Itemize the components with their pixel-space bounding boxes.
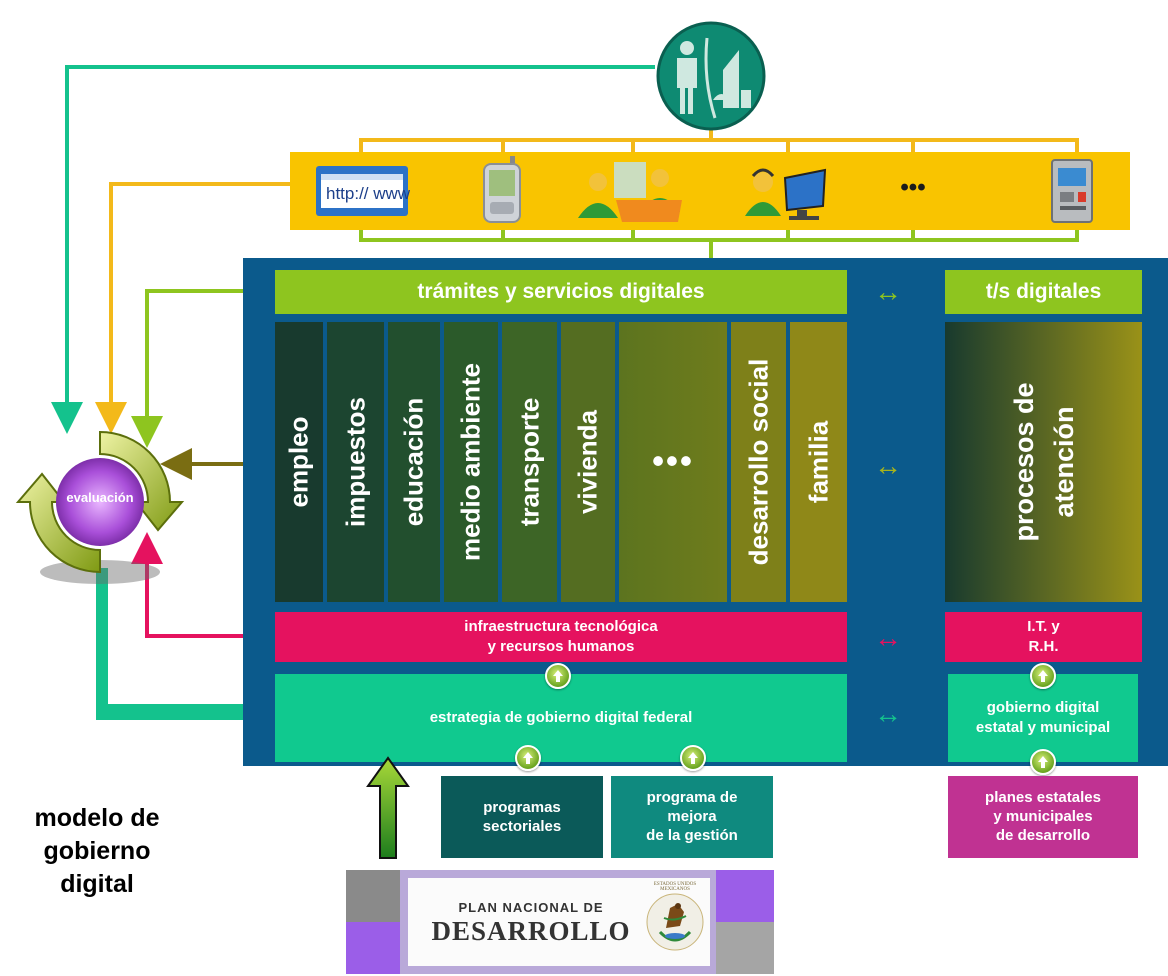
planes-line: de desarrollo bbox=[995, 827, 1091, 844]
mejora-line: mejora bbox=[667, 808, 717, 825]
sector-column: medio ambiente bbox=[444, 322, 498, 602]
logo-block bbox=[346, 870, 400, 922]
planes-line: planes estatales bbox=[985, 789, 1101, 806]
model-title: modelo de gobierno digital bbox=[12, 802, 182, 901]
state-gov-line: gobierno digital bbox=[986, 699, 1100, 716]
mejora-line: de la gestión bbox=[646, 827, 738, 844]
sector-column: empleo bbox=[275, 322, 323, 602]
up-arrow-large-icon bbox=[366, 756, 410, 860]
arrow-strategy: ↔ bbox=[874, 698, 902, 729]
mobile-phone-icon bbox=[476, 156, 530, 226]
it-rh-bar: I.T. y R.H. bbox=[945, 612, 1142, 662]
call-center-icon bbox=[745, 156, 829, 226]
federal-strategy-label: estrategia de gobierno digital federal bbox=[429, 709, 693, 726]
logo-block bbox=[716, 922, 774, 974]
sector-column: ••• bbox=[619, 322, 727, 602]
sector-label: ••• bbox=[652, 442, 694, 481]
sector-label: impuestos bbox=[340, 396, 370, 528]
sector-column: familia bbox=[790, 322, 847, 602]
sector-label: medio ambiente bbox=[455, 363, 486, 561]
programas-line: programas bbox=[483, 799, 561, 816]
seal-text: ESTADOS UNIDOS MEXICANOS bbox=[653, 882, 697, 892]
logo-block bbox=[716, 870, 774, 922]
programas-sectoriales-label: programas sectoriales bbox=[441, 776, 603, 836]
up-arrow-icon bbox=[1030, 749, 1056, 775]
sector-column: transporte bbox=[502, 322, 557, 602]
web-url-text: http:// www bbox=[326, 184, 411, 203]
logo-line2: DESARROLLO bbox=[431, 916, 631, 946]
programas-sectoriales-box: programas sectoriales bbox=[441, 776, 603, 858]
procesos-line: atención bbox=[1048, 406, 1079, 518]
sector-label: transporte bbox=[514, 397, 544, 527]
sector-label: educación bbox=[398, 397, 429, 527]
service-counter-icon bbox=[578, 156, 688, 226]
federal-strategy-box: estrategia de gobierno digital federal bbox=[275, 674, 847, 762]
sector-label: empleo bbox=[283, 416, 314, 508]
procesos-column: procesos de atención bbox=[945, 322, 1142, 602]
sector-column: impuestos bbox=[327, 322, 384, 602]
evaluation-cycle: evaluación bbox=[10, 412, 190, 592]
programas-line: sectoriales bbox=[482, 818, 562, 835]
sector-column: educación bbox=[388, 322, 440, 602]
sector-label: familia bbox=[803, 420, 833, 504]
state-gov-label: gobierno digital estatal y municipal bbox=[948, 674, 1138, 738]
more-icon: ••• bbox=[888, 156, 938, 226]
infra-line: y recursos humanos bbox=[487, 638, 635, 655]
kiosk-icon bbox=[1042, 156, 1102, 226]
arrow-services: ↔ bbox=[874, 276, 902, 307]
logo-line1: PLAN NACIONAL DE bbox=[458, 900, 604, 915]
procesos-label: procesos de atención bbox=[1004, 382, 1084, 541]
model-title-line: digital bbox=[60, 870, 134, 898]
sector-label: desarrollo social bbox=[743, 358, 773, 566]
arrow-sectors: ↔ bbox=[874, 450, 902, 481]
procesos-line: procesos de bbox=[1008, 382, 1039, 542]
up-arrow-icon bbox=[515, 745, 541, 771]
planes-estatales-label: planes estatales y municipales de desarr… bbox=[948, 776, 1138, 845]
it-rh-line: R.H. bbox=[1028, 638, 1059, 655]
sector-column: vivienda bbox=[561, 322, 615, 602]
up-arrow-icon bbox=[545, 663, 571, 689]
channels-bar bbox=[290, 152, 1130, 230]
more-channels-text: ••• bbox=[900, 174, 926, 201]
evaluation-label: evaluación bbox=[66, 490, 134, 505]
ts-digitales-label: t/s digitales bbox=[985, 280, 1102, 303]
sector-label: vivienda bbox=[572, 409, 603, 515]
it-rh-label: I.T. y R.H. bbox=[945, 612, 1142, 657]
up-arrow-icon bbox=[680, 745, 706, 771]
services-bar: trámites y servicios digitales bbox=[275, 270, 847, 314]
planes-estatales-box: planes estatales y municipales de desarr… bbox=[948, 776, 1138, 858]
model-title-line: gobierno bbox=[43, 837, 151, 865]
infra-line: infraestructura tecnológica bbox=[464, 618, 658, 635]
citizen-icon bbox=[655, 20, 767, 132]
infra-bar: infraestructura tecnológica y recursos h… bbox=[275, 612, 847, 662]
logo-center: PLAN NACIONAL DE DESARROLLO ESTADOS UNID… bbox=[408, 878, 710, 966]
mejora-line: programa de bbox=[646, 789, 738, 806]
arrow-infra: ↔ bbox=[874, 622, 902, 653]
services-bar-label: trámites y servicios digitales bbox=[417, 280, 705, 303]
sector-column: desarrollo social bbox=[731, 322, 786, 602]
programa-mejora-box: programa de mejora de la gestión bbox=[611, 776, 773, 858]
programa-mejora-label: programa de mejora de la gestión bbox=[611, 776, 773, 845]
model-title-line: modelo de bbox=[34, 804, 160, 832]
logo-block bbox=[346, 922, 400, 974]
mexican-seal-icon: ESTADOS UNIDOS MEXICANOS bbox=[644, 882, 706, 962]
pnd-logo: PLAN NACIONAL DE DESARROLLO ESTADOS UNID… bbox=[346, 870, 774, 974]
it-rh-line: I.T. y bbox=[1027, 618, 1060, 635]
up-arrow-icon bbox=[1030, 663, 1056, 689]
infra-label: infraestructura tecnológica y recursos h… bbox=[275, 612, 847, 657]
ts-digitales-bar: t/s digitales bbox=[945, 270, 1142, 314]
state-gov-line: estatal y municipal bbox=[975, 719, 1111, 736]
planes-line: y municipales bbox=[993, 808, 1093, 825]
web-browser-icon: http:// www bbox=[312, 156, 412, 226]
